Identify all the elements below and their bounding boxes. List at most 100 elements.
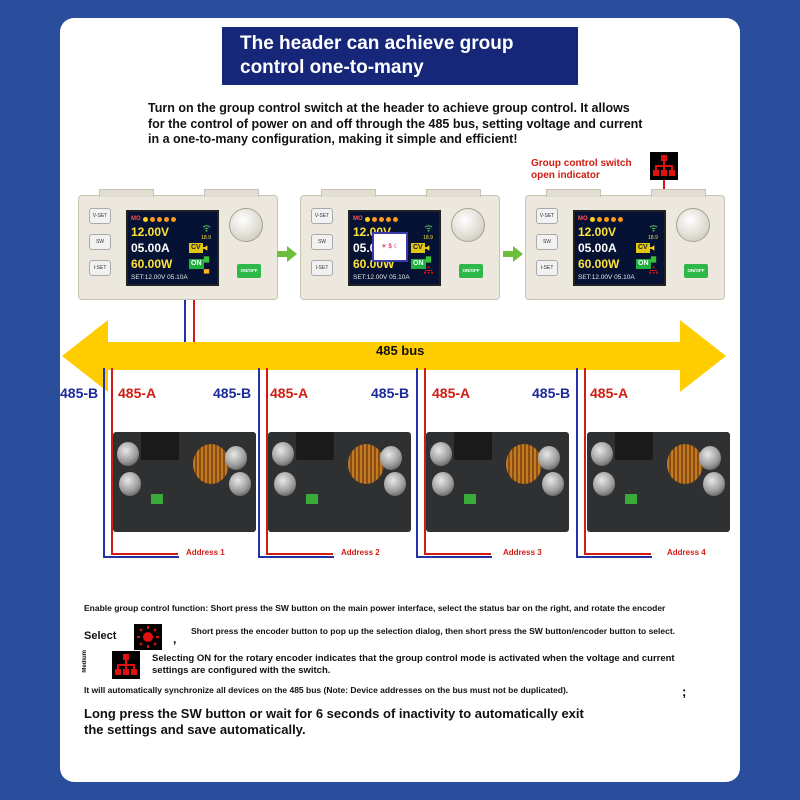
wire-label-b: 485-B	[532, 385, 571, 401]
address-label-2: Address 2	[341, 548, 380, 557]
address-label-4: Address 4	[667, 548, 706, 557]
status-dot	[378, 216, 384, 222]
battery-icon	[203, 256, 209, 263]
status-dot	[603, 216, 609, 222]
select-label: Select	[84, 630, 117, 642]
selection-popup: ☀ $ ☾	[372, 232, 408, 262]
right-arrow-icon	[277, 246, 297, 262]
on-off-button[interactable]: ON/OFF	[684, 264, 708, 278]
on-off-button[interactable]: ON/OFF	[459, 264, 483, 278]
bus-a-wire	[584, 368, 586, 554]
speaker-icon	[202, 245, 207, 251]
bus-a-wire	[266, 553, 333, 555]
semicolon: ;	[682, 684, 687, 699]
status-dot	[156, 216, 162, 222]
comma: ,	[173, 632, 177, 646]
bus-b-wire	[103, 556, 179, 558]
power-board-2	[268, 432, 411, 532]
on-tag: ON	[411, 258, 426, 269]
sync-instruction: It will automatically synchronize all de…	[84, 685, 569, 695]
bus-485-arrow	[62, 320, 726, 392]
power-readout: 60.00W	[578, 256, 620, 271]
bus-a-wire	[111, 368, 113, 554]
sw-button[interactable]: SW	[89, 234, 111, 250]
bus-label: 485 bus	[376, 343, 425, 358]
voltage-readout: 12.00V	[578, 224, 617, 239]
status-dot	[371, 216, 377, 222]
battery-icon	[650, 256, 656, 263]
temperature-readout: 18.9	[648, 235, 658, 241]
wire-label-b: 485-B	[60, 385, 99, 401]
wire-label-a: 485-A	[118, 385, 157, 401]
mode-indicator: MO	[578, 216, 588, 222]
status-dot	[170, 216, 176, 222]
rotary-encoder-knob[interactable]	[676, 208, 710, 242]
speaker-icon	[424, 245, 429, 251]
wire-label-b: 485-B	[371, 385, 410, 401]
temperature-readout: 18.9	[201, 235, 211, 241]
group-control-network-icon	[423, 266, 433, 274]
current-readout: 05.00A	[131, 240, 170, 255]
module-tab	[651, 189, 706, 197]
bus-b-wire	[103, 368, 105, 556]
lock-icon	[203, 269, 209, 274]
selecting-on-instruction: Selecting ON for the rotary encoder indi…	[152, 653, 675, 676]
status-dot	[392, 216, 398, 222]
on-off-button[interactable]: ON/OFF	[237, 264, 261, 278]
group-control-network-icon	[650, 152, 678, 180]
speaker-icon	[649, 245, 654, 251]
wire-label-b: 485-B	[213, 385, 252, 401]
power-board-3	[426, 432, 569, 532]
exit-instruction: Long press the SW button or wait for 6 s…	[84, 706, 584, 737]
bus-b-wire	[416, 556, 492, 558]
v-set-button[interactable]: V-SET	[536, 208, 558, 224]
bus-a-wire	[424, 553, 491, 555]
status-dot	[610, 216, 616, 222]
on-tag: ON	[636, 258, 651, 269]
bus-a-wire	[266, 368, 268, 554]
module-tab	[204, 189, 259, 197]
v-set-button[interactable]: V-SET	[311, 208, 333, 224]
sw-button[interactable]: SW	[311, 234, 333, 250]
wire-label-a: 485-A	[270, 385, 309, 401]
status-dot	[589, 216, 595, 222]
rotary-encoder-knob[interactable]	[451, 208, 485, 242]
header-line-2: control one-to-many	[240, 57, 424, 78]
i-set-button[interactable]: I-SET	[536, 260, 558, 276]
bus-b-wire	[258, 368, 260, 556]
mode-indicator: MO	[353, 216, 363, 222]
set-line: SET:12.00V 05.10A	[578, 274, 635, 281]
module-tab	[546, 189, 601, 197]
bus-a-wire	[111, 553, 178, 555]
i-set-button[interactable]: I-SET	[311, 260, 333, 276]
bus-a-wire	[424, 368, 426, 554]
v-set-button[interactable]: V-SET	[89, 208, 111, 224]
indicator-label: Group control switch open indicator	[531, 158, 646, 182]
module-tab	[426, 189, 481, 197]
wifi-icon	[202, 225, 210, 232]
set-line: SET:12.00V 05.10A	[131, 274, 188, 281]
i-set-button[interactable]: I-SET	[89, 260, 111, 276]
address-label-3: Address 3	[503, 548, 542, 557]
info-card	[60, 18, 740, 782]
rotary-encoder-knob[interactable]	[229, 208, 263, 242]
indicator-label-line-2: open indicator	[531, 170, 600, 181]
current-readout: 05.00A	[578, 240, 617, 255]
battery-icon	[425, 256, 431, 263]
power-readout: 60.00W	[131, 256, 173, 271]
status-dot	[617, 216, 623, 222]
header-line-1: The header can achieve group	[240, 33, 514, 54]
power-board-4	[587, 432, 730, 532]
bus-a-wire	[584, 553, 651, 555]
status-dot	[596, 216, 602, 222]
select-instruction: Short press the encoder button to pop up…	[191, 626, 676, 636]
medium-label: Medium	[82, 650, 88, 673]
indicator-label-line-1: Group control switch	[531, 158, 632, 169]
status-dot	[163, 216, 169, 222]
sw-button[interactable]: SW	[536, 234, 558, 250]
brightness-setting-icon	[134, 624, 162, 650]
bus-b-wire	[258, 556, 334, 558]
